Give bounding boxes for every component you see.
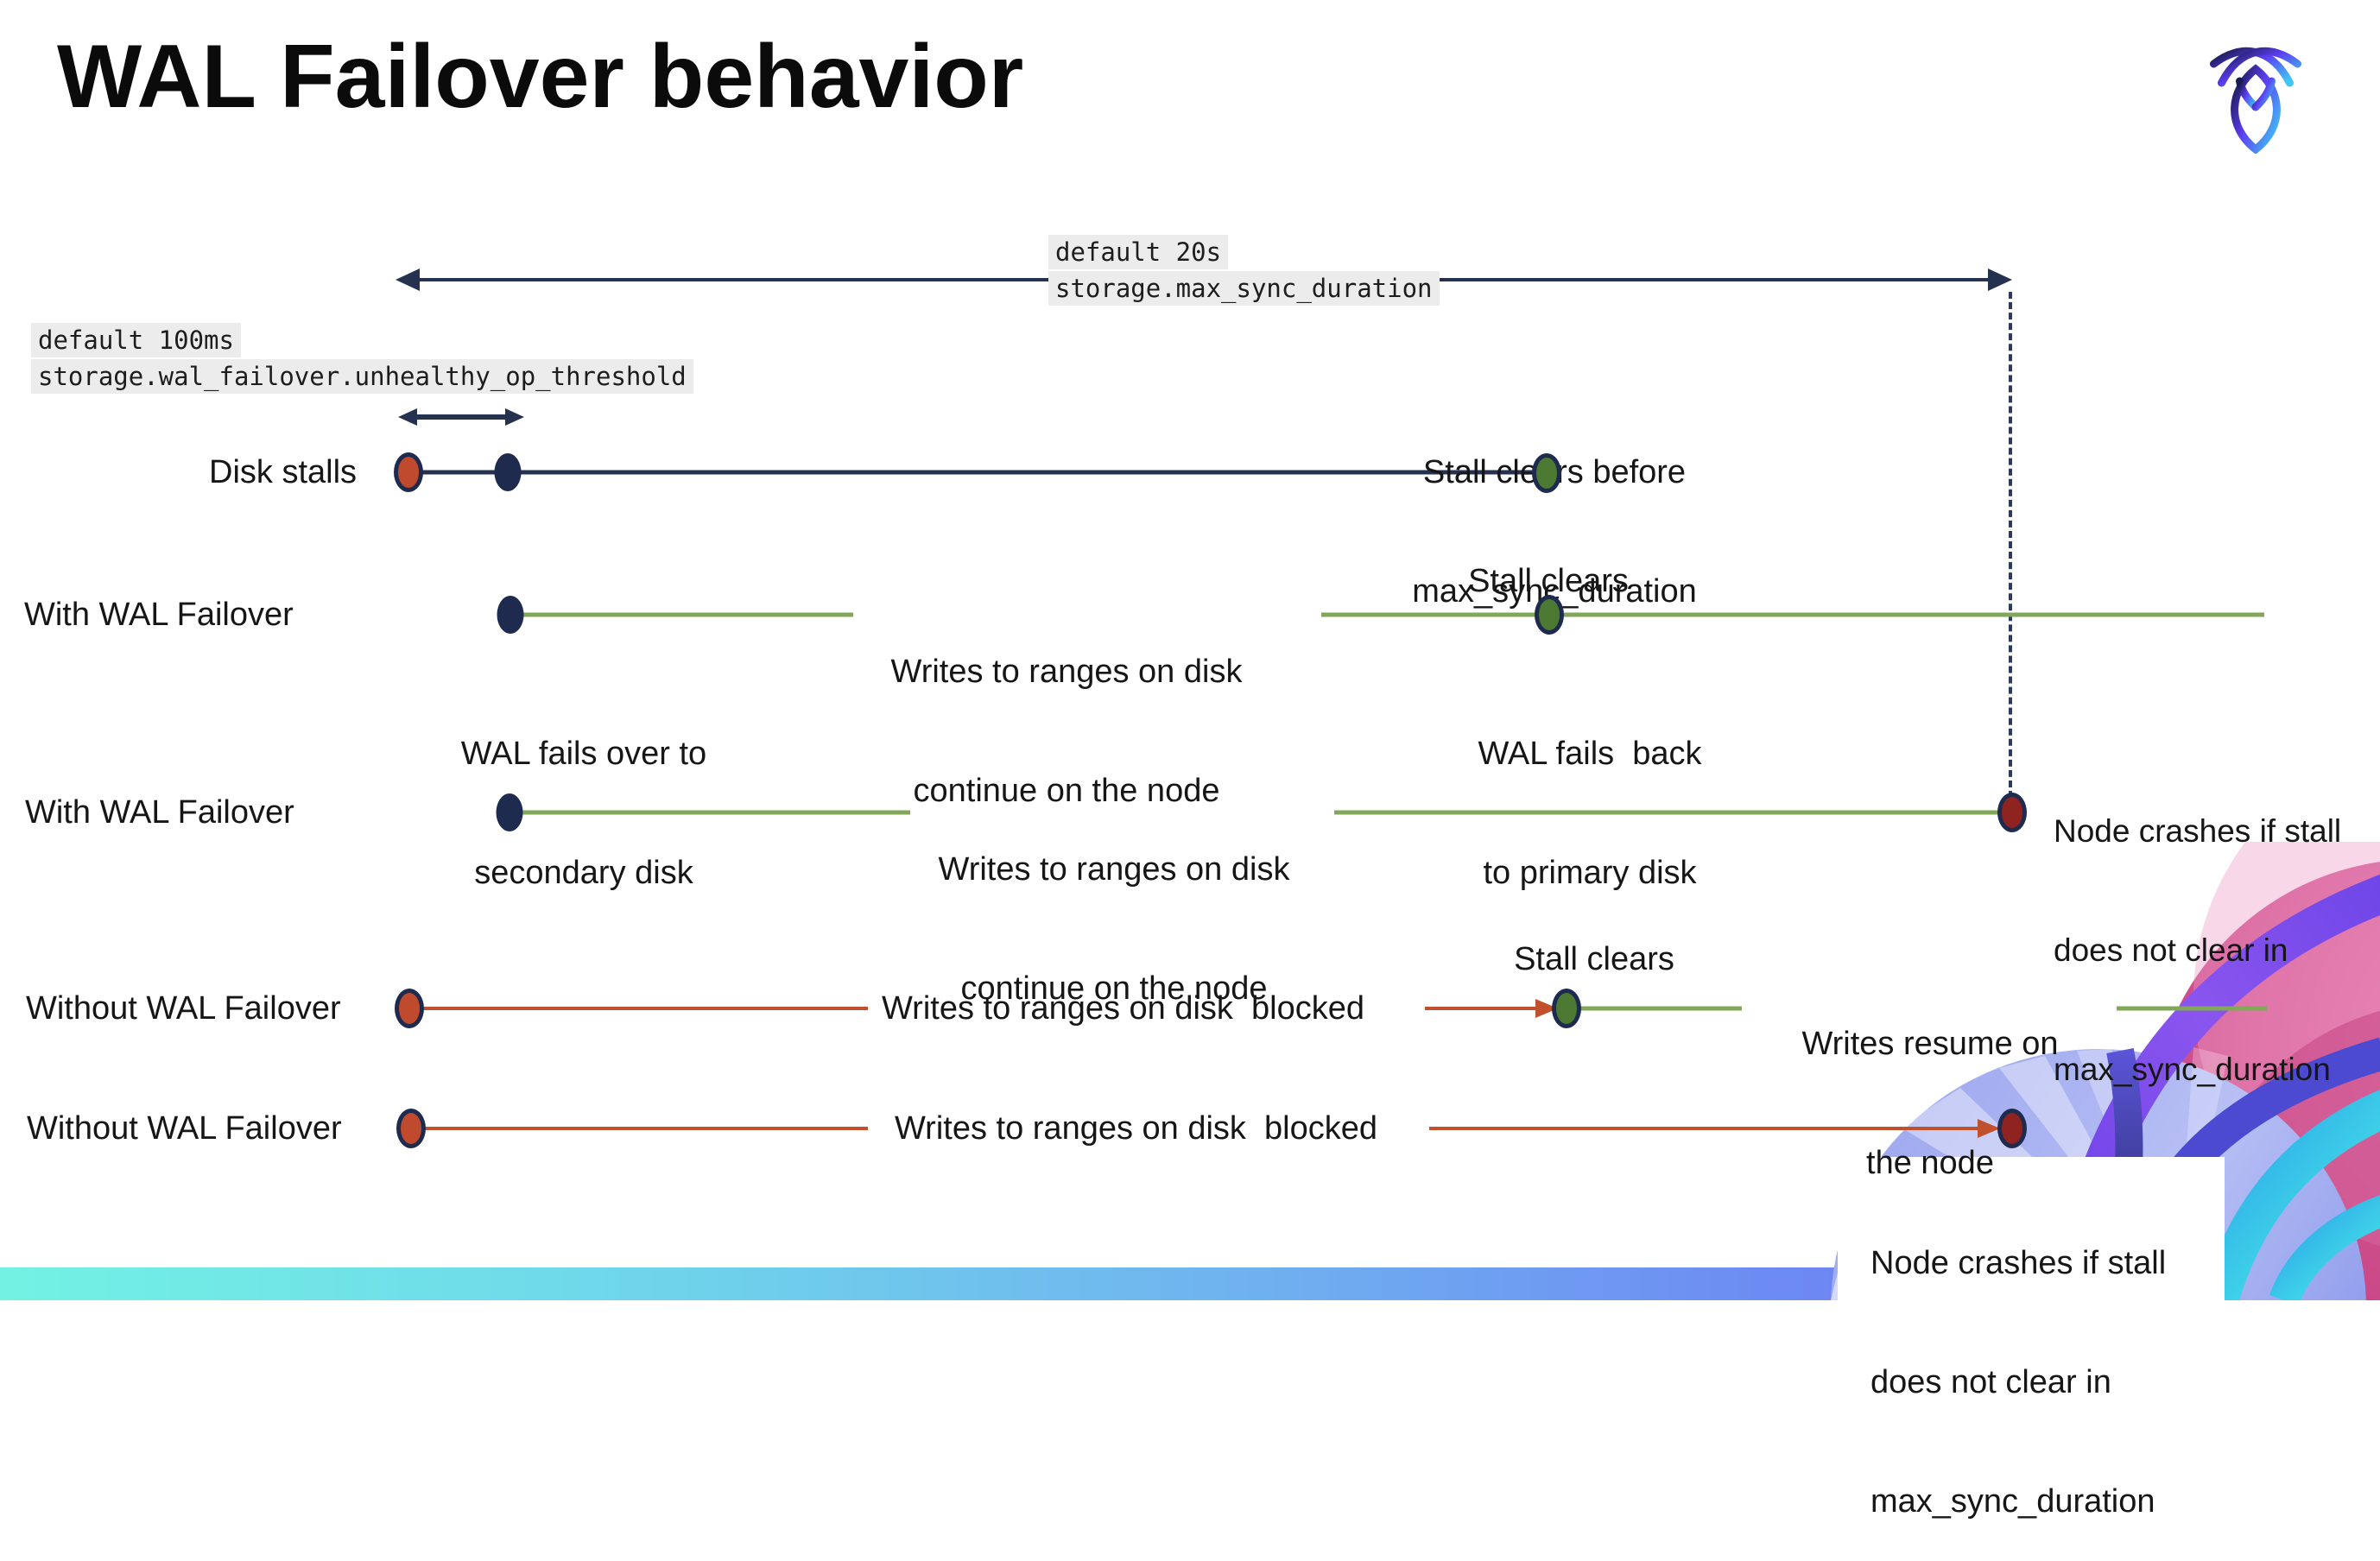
small-arrowhead-left-icon	[398, 408, 417, 426]
writes-continue-caption: Writes to ranges on disk continue on the…	[939, 770, 1290, 1048]
crash-callout-box	[1838, 1157, 2225, 1300]
node-crashes-caption: Node crashes if stall does not clear in …	[2054, 732, 2341, 1129]
decorative-cockroach-artwork	[1813, 842, 2380, 1300]
green-segment	[1580, 1006, 1742, 1011]
max-sync-dashed-line	[2009, 292, 2012, 798]
row-disk-stalls-label: Disk stalls	[209, 454, 358, 490]
unhealthy-op-arrow-line	[413, 414, 511, 420]
page-title: WAL Failover behavior	[57, 27, 1024, 127]
red-segment	[423, 1007, 868, 1010]
max-sync-setting-chip: storage.max_sync_duration	[1048, 271, 1440, 306]
green-segment	[520, 810, 910, 815]
caption-line: does not clear in	[2054, 932, 2288, 968]
caption-line: continue on the node	[960, 970, 1268, 1007]
caption-line: Writes to ranges on disk	[890, 654, 1243, 690]
writes-continue-caption: Writes to ranges on disk continue on the…	[891, 572, 1243, 850]
caption-line: continue on the node	[913, 773, 1220, 809]
failover-event-dot	[497, 596, 524, 634]
caption-line: Node crashes if stall	[2054, 813, 2342, 849]
failover-threshold-dot	[494, 453, 522, 491]
caption-line: max_sync_duration	[2054, 1052, 2331, 1087]
arrowhead-right-icon	[1988, 269, 2012, 291]
node-crashes-caption: Node crashes if stall does not clear in …	[1870, 1164, 2166, 1561]
writes-blocked-caption: Writes to ranges on disk blocked	[882, 990, 1365, 1027]
green-segment	[520, 612, 853, 617]
green-segment	[1334, 810, 2002, 815]
failover-event-dot	[496, 793, 523, 831]
stall-clears-dot	[1532, 453, 1561, 493]
writes-resume-caption: Writes resume on the node	[1801, 945, 2058, 1223]
row-disk-stalls-line	[408, 470, 1547, 475]
caption-line: Node crashes if stall	[1870, 1245, 2167, 1281]
row-with-wal-failover-2-label: With WAL Failover	[25, 794, 294, 831]
green-segment	[2117, 1006, 2267, 1011]
stall-clears-dot	[1552, 989, 1581, 1028]
caption-line: Writes to ranges on disk	[938, 851, 1290, 888]
cockroachdb-logo-icon	[2210, 47, 2301, 154]
red-segment	[1425, 1007, 1539, 1010]
caption-line: WAL fails over to	[460, 736, 707, 772]
row-with-wal-failover-1-label: With WAL Failover	[24, 597, 294, 633]
max-sync-default-chip: default 20s	[1048, 235, 1229, 269]
row-without-wal-failover-1-label: Without WAL Failover	[26, 990, 341, 1027]
stall-clears-dot	[1535, 595, 1564, 635]
caption-line: Writes resume on	[1801, 1026, 2059, 1062]
red-arrowhead-icon	[1978, 1119, 2000, 1138]
caption-line: secondary disk	[474, 855, 693, 891]
node-crash-dot	[1997, 793, 2027, 832]
unhealthy-op-default-chip: default 100ms	[31, 323, 241, 357]
wal-fails-over-caption: WAL fails over to secondary disk	[461, 654, 706, 932]
arrowhead-left-icon	[396, 269, 420, 291]
disk-stall-start-dot	[394, 452, 423, 492]
caption-line: max_sync_duration	[1870, 1483, 2155, 1520]
disk-stall-start-dot	[395, 989, 424, 1028]
red-segment	[425, 1127, 868, 1130]
slide: { "title": "WAL Failover behavior", "log…	[0, 27, 2380, 1520]
row-without-wal-failover-2-label: Without WAL Failover	[27, 1110, 342, 1147]
small-arrowhead-right-icon	[505, 408, 524, 426]
node-crash-dot	[1997, 1109, 2027, 1148]
writes-blocked-caption: Writes to ranges on disk blocked	[895, 1110, 1378, 1147]
green-segment	[1321, 612, 2264, 617]
red-segment	[1429, 1127, 1980, 1130]
wal-fails-back-caption: WAL fails back to primary disk	[1478, 654, 1701, 932]
stall-clears-caption: Stall clears	[1468, 563, 1629, 599]
caption-line: to primary disk	[1483, 855, 1697, 891]
caption-line: WAL fails back	[1478, 736, 1702, 772]
caption-line: does not clear in	[1870, 1364, 2111, 1400]
unhealthy-op-setting-chip: storage.wal_failover.unhealthy_op_thresh…	[31, 359, 693, 394]
caption-line: the node	[1866, 1145, 1994, 1181]
stall-clears-caption: Stall clears	[1514, 941, 1674, 977]
disk-stall-start-dot	[396, 1109, 426, 1148]
